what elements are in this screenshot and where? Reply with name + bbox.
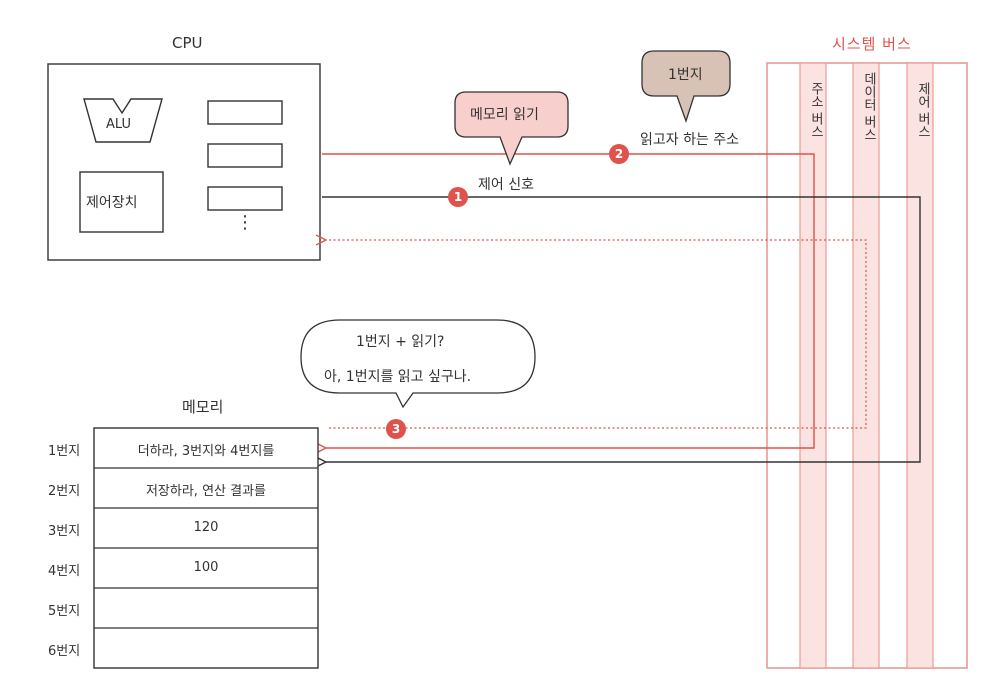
memory-cell-4: 100 <box>193 560 219 575</box>
memory-address-5: 5번지 <box>48 604 81 619</box>
cpu-title: CPU <box>172 34 203 52</box>
step-badge-3: 3 <box>386 419 406 439</box>
alu-shape <box>83 98 163 143</box>
memory-title: 메모리 <box>182 398 224 416</box>
memory-read-bubble-text: 메모리 읽기 <box>470 107 539 123</box>
register-1 <box>207 100 283 125</box>
system-bus <box>766 62 968 669</box>
memory-table <box>93 427 319 669</box>
memory-cell-2: 저장하라, 연산 결과를 <box>145 484 267 499</box>
control-signal-label: 제어 신호 <box>478 177 534 193</box>
memory-read-bubble-shape <box>454 91 569 166</box>
memory-address-2: 2번지 <box>48 484 81 499</box>
memory-cell-1: 더하라, 3번지와 4번지를 <box>137 444 275 459</box>
control-signal-line <box>322 196 921 462</box>
control-unit-box <box>79 171 164 233</box>
step-badge-2: 2 <box>609 144 629 164</box>
memory-address-1: 1번지 <box>48 444 81 459</box>
register-3 <box>207 186 283 211</box>
memory-speech-bubble-shape <box>300 319 536 409</box>
control-unit-label: 제어장치 <box>86 195 138 211</box>
address-signal-line <box>322 153 815 448</box>
control-bus-label: 제어 버스 <box>915 82 930 139</box>
address-bubble-shape <box>641 50 731 124</box>
data-return-line <box>326 240 867 429</box>
cpu <box>47 63 321 261</box>
address-bus-strip <box>799 62 827 669</box>
memory-cell-3: 120 <box>193 520 219 535</box>
memory-address-4: 4번지 <box>48 564 81 579</box>
address-bubble-text: 1번지 <box>668 67 703 83</box>
system-bus-title: 시스템 버스 <box>832 35 912 53</box>
alu-label: ALU <box>106 117 132 132</box>
data-bus-label: 데이터 버스 <box>861 72 876 142</box>
step-badge-1: 1 <box>448 187 468 207</box>
address-bus-label: 주소 버스 <box>808 82 823 139</box>
memory-speech-line1: 1번지 + 읽기? <box>356 334 445 350</box>
register-2 <box>207 143 283 168</box>
register-ellipsis: ⋮ <box>236 212 254 233</box>
memory-speech-line2: 아, 1번지를 읽고 싶구나. <box>324 369 472 385</box>
memory-address-3: 3번지 <box>48 524 81 539</box>
address-label: 읽고자 하는 주소 <box>640 132 740 148</box>
memory-address-6: 6번지 <box>48 644 81 659</box>
